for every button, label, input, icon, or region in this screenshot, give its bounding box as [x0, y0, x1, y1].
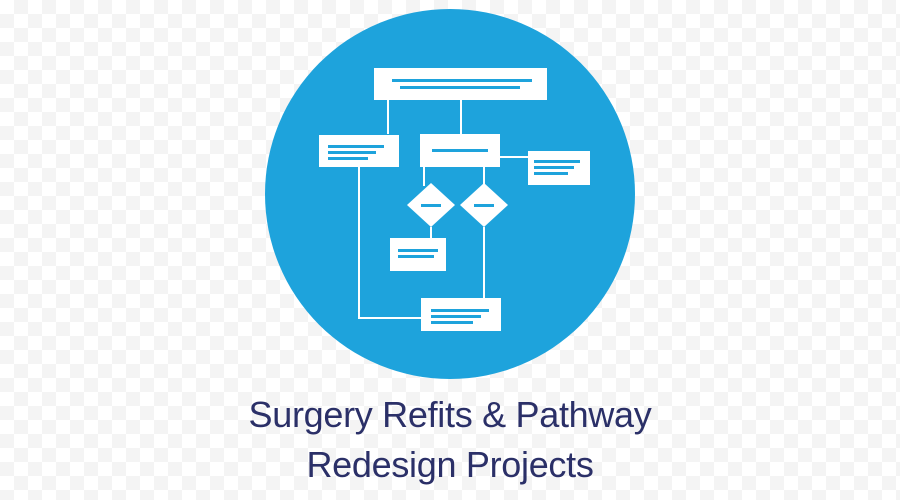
decision-diamond-left: [407, 183, 455, 227]
flowchart-icon: [265, 9, 635, 379]
decision-diamond-right: [460, 183, 508, 227]
flow-box-small: [390, 238, 446, 271]
flow-box-bottom: [421, 298, 501, 331]
flow-box-top: [374, 68, 547, 100]
title-line-2: Redesign Projects: [306, 444, 594, 485]
connector-loop-left: [358, 167, 422, 319]
title-line-1: Surgery Refits & Pathway: [248, 394, 652, 435]
flow-box-center: [420, 134, 500, 167]
flow-box-right: [528, 151, 590, 185]
connector-lines: [358, 100, 528, 319]
badge-circle: [265, 9, 635, 379]
flow-box-left: [319, 135, 399, 167]
